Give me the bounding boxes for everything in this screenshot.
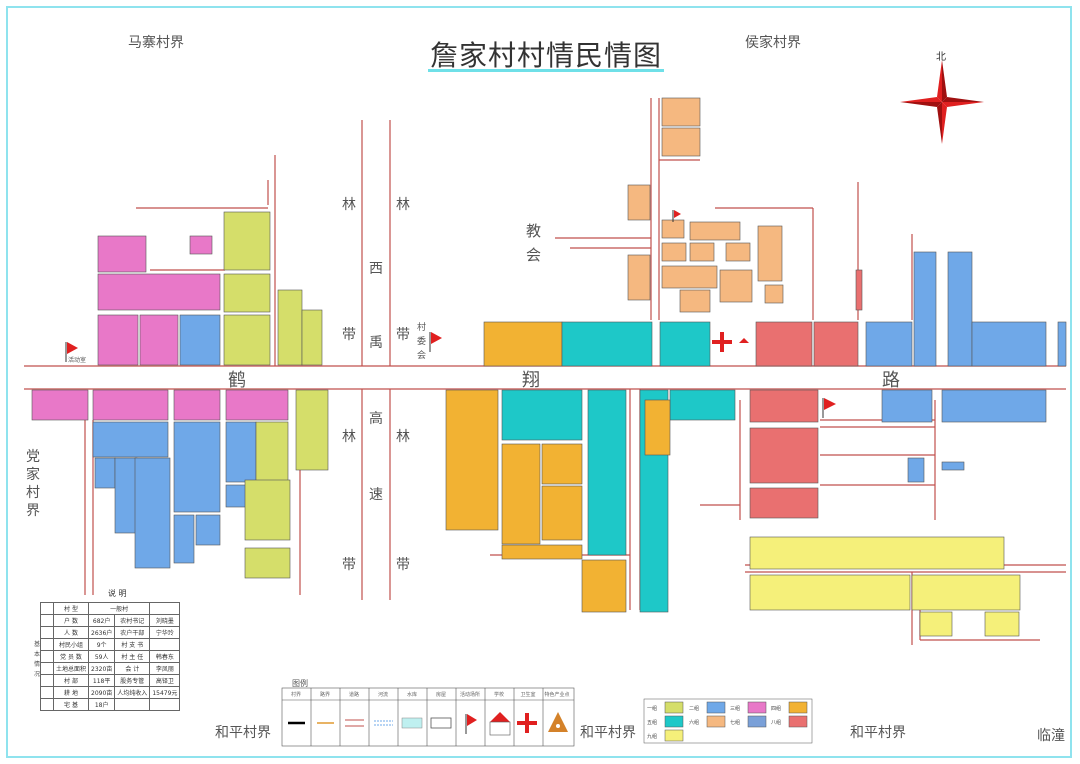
map-frame	[6, 6, 1072, 758]
road-west-lower-left-2: 带	[342, 557, 356, 573]
border-south-2: 和平村界	[580, 725, 636, 741]
border-west: 党家村界	[26, 449, 40, 519]
group-label: 六组	[689, 720, 700, 726]
church-label-1: 教	[526, 222, 542, 240]
legend-label: 卫生室	[520, 692, 536, 698]
legend-label: 学校	[493, 692, 504, 698]
map-title: 詹家村村情民情图	[430, 39, 663, 72]
markers	[65, 210, 836, 418]
border-north-west: 马寨村界	[128, 35, 184, 51]
border-south-3: 和平村界	[850, 725, 906, 741]
legend-label: 房屋	[435, 692, 446, 698]
activity-room-label: 活动室	[68, 357, 87, 364]
group-label: 三组	[730, 706, 741, 712]
group-legend	[643, 698, 813, 744]
road-label-he: 鹤	[228, 370, 246, 391]
road-west-upper-left-1: 林	[342, 197, 356, 213]
legend-label: 水库	[406, 692, 417, 698]
committee-label-2: 委	[417, 337, 427, 347]
table-row: 村 型一般村	[40, 602, 181, 615]
houses-northwest	[97, 211, 323, 366]
road-west-lower-left-1: 林	[342, 429, 356, 445]
legend-label: 路界	[319, 692, 330, 698]
border-north-east: 侯家村界	[745, 35, 801, 51]
title-underline	[428, 69, 664, 72]
road-west-upper-mid-2: 禹	[369, 335, 383, 351]
legend-label: 河流	[377, 692, 388, 698]
border-south-1: 和平村界	[215, 725, 271, 741]
committee-label-3: 会	[417, 351, 427, 361]
legend-symbols	[281, 687, 575, 747]
group-label: 五组	[647, 720, 658, 726]
legend-label: 村界	[290, 692, 301, 698]
group-label: 九组	[647, 734, 658, 740]
road-west-upper-right-1: 林	[396, 197, 410, 213]
legend-label: 道路	[348, 692, 359, 698]
houses-southeast	[445, 389, 1047, 637]
group-label: 二组	[689, 706, 700, 712]
road-west-upper-right-2: 带	[396, 327, 410, 343]
road-west-lower-mid-2: 速	[369, 487, 383, 503]
compass-rose	[900, 60, 984, 144]
legend-icons	[288, 712, 568, 736]
houses-northeast	[483, 97, 1067, 367]
houses-southwest	[31, 389, 329, 579]
road-west-lower-right-1: 林	[396, 429, 410, 445]
group-label: 一组	[647, 706, 658, 712]
info-side-label: 基本情况	[34, 641, 41, 678]
compass-north-label: 北	[936, 52, 946, 63]
road-label-xiang: 翔	[522, 370, 540, 391]
road-west-lower-mid-1: 高	[369, 411, 383, 427]
group-label: 八组	[771, 720, 782, 726]
legend-title: 图例	[292, 679, 308, 688]
group-label: 四组	[771, 706, 782, 712]
road-west-upper-left-2: 带	[342, 327, 356, 343]
border-south-east: 临潼	[1037, 728, 1065, 744]
info-table-title: 说 明	[108, 589, 127, 598]
group-label: 七组	[730, 720, 741, 726]
legend-label: 特色产业点	[544, 692, 570, 698]
road-label-lu: 路	[882, 370, 900, 391]
legend-label: 活动场所	[459, 692, 480, 698]
committee-label-1: 村	[417, 323, 427, 333]
road-west-upper-mid-1: 西	[369, 261, 383, 277]
church-label-2: 会	[526, 246, 542, 264]
road-west-lower-right-2: 带	[396, 557, 410, 573]
